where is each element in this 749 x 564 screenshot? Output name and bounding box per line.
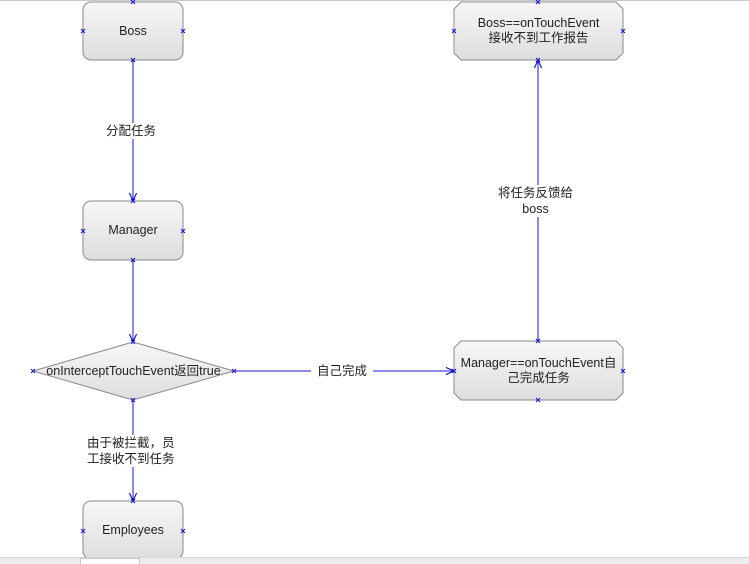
- port-marker: [130, 339, 136, 345]
- intercept-decision-node[interactable]: [31, 341, 236, 401]
- port-marker: [451, 368, 457, 374]
- port-marker: [620, 368, 626, 374]
- port-marker: [180, 528, 186, 534]
- port-marker: [535, 0, 541, 5]
- port-marker: [180, 28, 186, 34]
- intercepted-label: 由于被拦截，员 工接收不到任务: [85, 435, 177, 467]
- port-marker: [130, 57, 136, 63]
- port-marker: [535, 338, 541, 344]
- boss-touch-node[interactable]: [453, 1, 624, 61]
- port-marker: [80, 528, 86, 534]
- port-marker: [30, 368, 36, 374]
- boss-node[interactable]: [82, 1, 184, 61]
- port-marker: [130, 498, 136, 504]
- feedback-label: 将任务反馈给 boss: [496, 185, 576, 217]
- bottom-scrollbar[interactable]: [0, 557, 749, 564]
- port-marker: [231, 368, 237, 374]
- port-marker: [535, 57, 541, 63]
- port-marker: [130, 0, 136, 5]
- port-marker: [130, 198, 136, 204]
- port-marker: [451, 28, 457, 34]
- port-marker: [80, 28, 86, 34]
- manager-touch-node[interactable]: [453, 340, 624, 401]
- port-marker: [130, 397, 136, 403]
- manager-node[interactable]: [82, 200, 184, 261]
- port-marker: [535, 397, 541, 403]
- page-tab[interactable]: [80, 558, 140, 564]
- connection-ports: [30, 0, 626, 534]
- port-marker: [180, 228, 186, 234]
- port-marker: [620, 28, 626, 34]
- port-marker: [80, 228, 86, 234]
- employees-node[interactable]: [82, 500, 184, 560]
- self-complete-label: 自己完成: [311, 363, 374, 379]
- canvas-top-border: [0, 0, 749, 1]
- assign-task-label: 分配任务: [104, 123, 159, 139]
- port-marker: [130, 257, 136, 263]
